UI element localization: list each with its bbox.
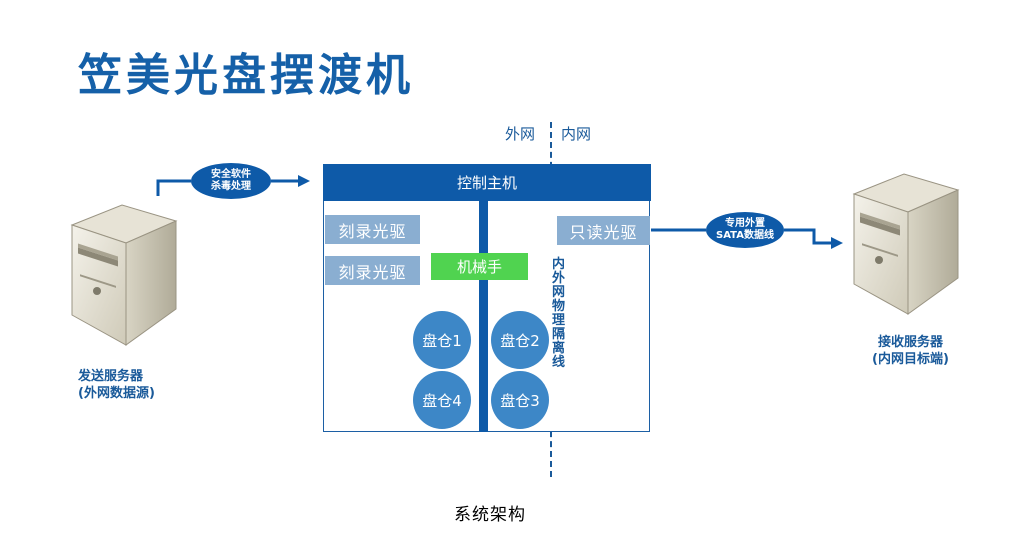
arrow-to-control-box	[298, 175, 310, 187]
control-host-header: 控制主机	[323, 164, 651, 201]
burner-drive-2: 刻录光驱	[325, 256, 420, 285]
disc-bin-1: 盘仓1	[413, 311, 471, 369]
sender-server-icon	[70, 204, 178, 346]
disc-bin-4: 盘仓4	[413, 371, 471, 429]
sata-line-2: SATA数据线	[716, 230, 774, 241]
burner-drive-1: 刻录光驱	[325, 215, 420, 244]
antivirus-line-1: 安全软件	[211, 169, 251, 180]
outer-network-label: 外网	[505, 125, 536, 143]
antivirus-badge: 安全软件 杀毒处理	[191, 163, 271, 199]
receiver-connector	[784, 228, 833, 245]
sender-connector	[156, 179, 191, 196]
diagram-caption: 系统架构	[454, 505, 526, 525]
receiver-server-label: 接收服务器 (内网目标端)	[872, 334, 949, 368]
center-rail	[479, 201, 488, 432]
page-title: 笠美光盘摆渡机	[78, 50, 414, 101]
inner-network-label: 内网	[561, 125, 592, 143]
sender-server-label: 发送服务器 (外网数据源)	[78, 368, 155, 402]
sender-server-name: 发送服务器	[78, 369, 144, 384]
robot-arm: 机械手	[431, 253, 528, 280]
sender-server-role: (外网数据源)	[78, 386, 155, 401]
readonly-drive: 只读光驱	[557, 216, 650, 245]
sata-cable-badge: 专用外置 SATA数据线	[706, 212, 784, 248]
arrow-to-receiver	[831, 237, 843, 249]
receiver-server-role: (内网目标端)	[872, 352, 949, 367]
receiver-server-icon	[852, 173, 960, 315]
sata-line-1: 专用外置	[724, 218, 765, 229]
antivirus-line-2: 杀毒处理	[211, 181, 251, 192]
disc-bin-3: 盘仓3	[491, 371, 549, 429]
isolation-line-label: 内外网物理隔离线	[552, 257, 566, 370]
receiver-server-name: 接收服务器	[877, 335, 943, 350]
disc-bin-2: 盘仓2	[491, 311, 549, 369]
